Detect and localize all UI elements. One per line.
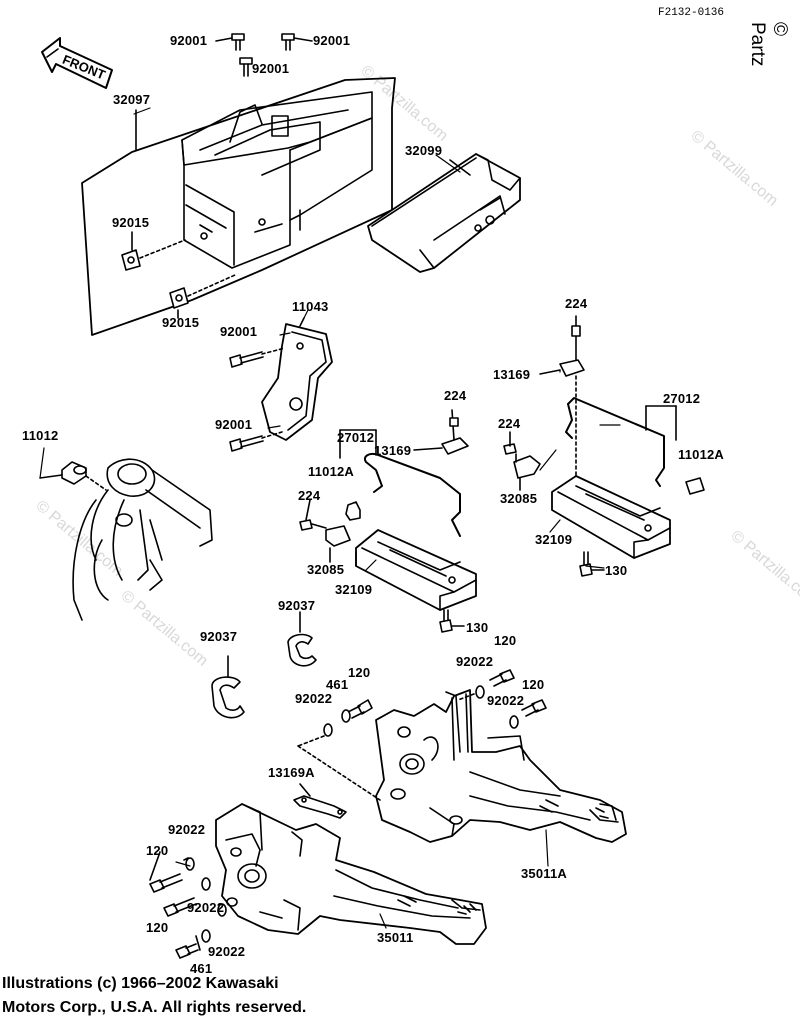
- part-label-92022: 92022: [208, 944, 246, 959]
- grommet-11012A-icon: [685, 477, 705, 495]
- part-label-32109: 32109: [335, 582, 373, 597]
- part-label-224: 224: [444, 388, 467, 403]
- part-label-224: 224: [565, 296, 588, 311]
- part-label-130: 130: [466, 620, 489, 635]
- part-label-32097: 32097: [113, 92, 151, 107]
- part-label-461: 461: [190, 961, 213, 976]
- bracket-32109: [551, 475, 671, 559]
- stay-rod-27012: [339, 429, 461, 537]
- handlebar-assembly: [39, 458, 213, 621]
- part-label-11012A: 11012A: [308, 464, 355, 479]
- bolt-92001-icon: [215, 33, 313, 77]
- part-label-92015: 92015: [162, 315, 200, 330]
- part-label-27012: 27012: [337, 430, 375, 445]
- leader-lines: [39, 107, 621, 929]
- bolt-120-icon: [149, 851, 227, 959]
- copyright-footer-line1: Illustrations (c) 1966–2002 Kawasaki: [2, 975, 279, 992]
- part-label-11012: 11012: [22, 428, 59, 443]
- part-label-11043: 11043: [292, 299, 329, 314]
- copyright-footer-line2: Motors Corp., U.S.A. All rights reserved…: [2, 999, 307, 1016]
- holder-32085-icon: [503, 431, 541, 491]
- bolt-92001-icon: [229, 347, 286, 452]
- copyright-mark: © Partz: [747, 22, 790, 67]
- part-label-120: 120: [146, 920, 169, 935]
- part-label-130: 130: [605, 563, 628, 578]
- battery-case-32097: [181, 91, 373, 269]
- part-label-92022: 92022: [295, 691, 333, 706]
- cover-32099: [367, 153, 521, 273]
- part-label-27012: 27012: [663, 391, 701, 406]
- bracket-11043: [261, 317, 333, 441]
- part-label-92001: 92001: [313, 33, 351, 48]
- part-label-92022: 92022: [187, 900, 225, 915]
- clip-92037-icon: [211, 611, 317, 719]
- part-label-92037: 92037: [278, 598, 316, 613]
- part-label-13169: 13169: [493, 367, 531, 382]
- clamp-13169A-icon: [293, 783, 347, 819]
- part-label-32109: 32109: [535, 532, 573, 547]
- part-label-92022: 92022: [168, 822, 206, 837]
- part-label-11012A: 11012A: [678, 447, 725, 462]
- part-label-32099: 32099: [405, 143, 443, 158]
- part-label-92022: 92022: [487, 693, 525, 708]
- part-label-92037: 92037: [200, 629, 238, 644]
- part-label-92001: 92001: [252, 61, 290, 76]
- part-label-92015: 92015: [112, 215, 150, 230]
- bolt-130-icon: [439, 609, 465, 633]
- part-label-120: 120: [494, 633, 517, 648]
- holder-32085-icon: [299, 499, 351, 563]
- front-arrow-icon: FRONT: [41, 37, 113, 89]
- bracket-32109: [355, 529, 477, 611]
- clip-92015-icon: [121, 231, 236, 319]
- footrest-bracket-35011: [215, 803, 487, 945]
- part-label-92001: 92001: [215, 417, 253, 432]
- part-label-13169: 13169: [374, 443, 412, 458]
- part-label-461: 461: [326, 677, 349, 692]
- part-label-92001: 92001: [220, 324, 258, 339]
- grommet-11012A-icon: [345, 501, 361, 521]
- figure-code: F2132-0136: [658, 7, 725, 19]
- part-label-224: 224: [498, 416, 521, 431]
- part-label-35011: 35011: [377, 930, 414, 945]
- part-label-32085: 32085: [307, 562, 345, 577]
- clamp-13169-icon: [413, 409, 469, 455]
- part-label-13169A: 13169A: [268, 765, 315, 780]
- part-label-35011A: 35011A: [521, 866, 568, 881]
- part-label-224: 224: [298, 488, 321, 503]
- bolt-120-icon: [297, 669, 547, 801]
- part-label-120: 120: [522, 677, 545, 692]
- bolt-130-icon: [579, 551, 605, 577]
- footrest-bracket-35011A: [375, 689, 627, 843]
- part-label-92022: 92022: [456, 654, 494, 669]
- part-label-120: 120: [348, 665, 371, 680]
- part-label-120: 120: [146, 843, 169, 858]
- clamp-13169-icon: [539, 315, 585, 481]
- part-label-92001: 92001: [170, 33, 208, 48]
- stay-rod-27012: [565, 397, 677, 487]
- part-label-32085: 32085: [500, 491, 538, 506]
